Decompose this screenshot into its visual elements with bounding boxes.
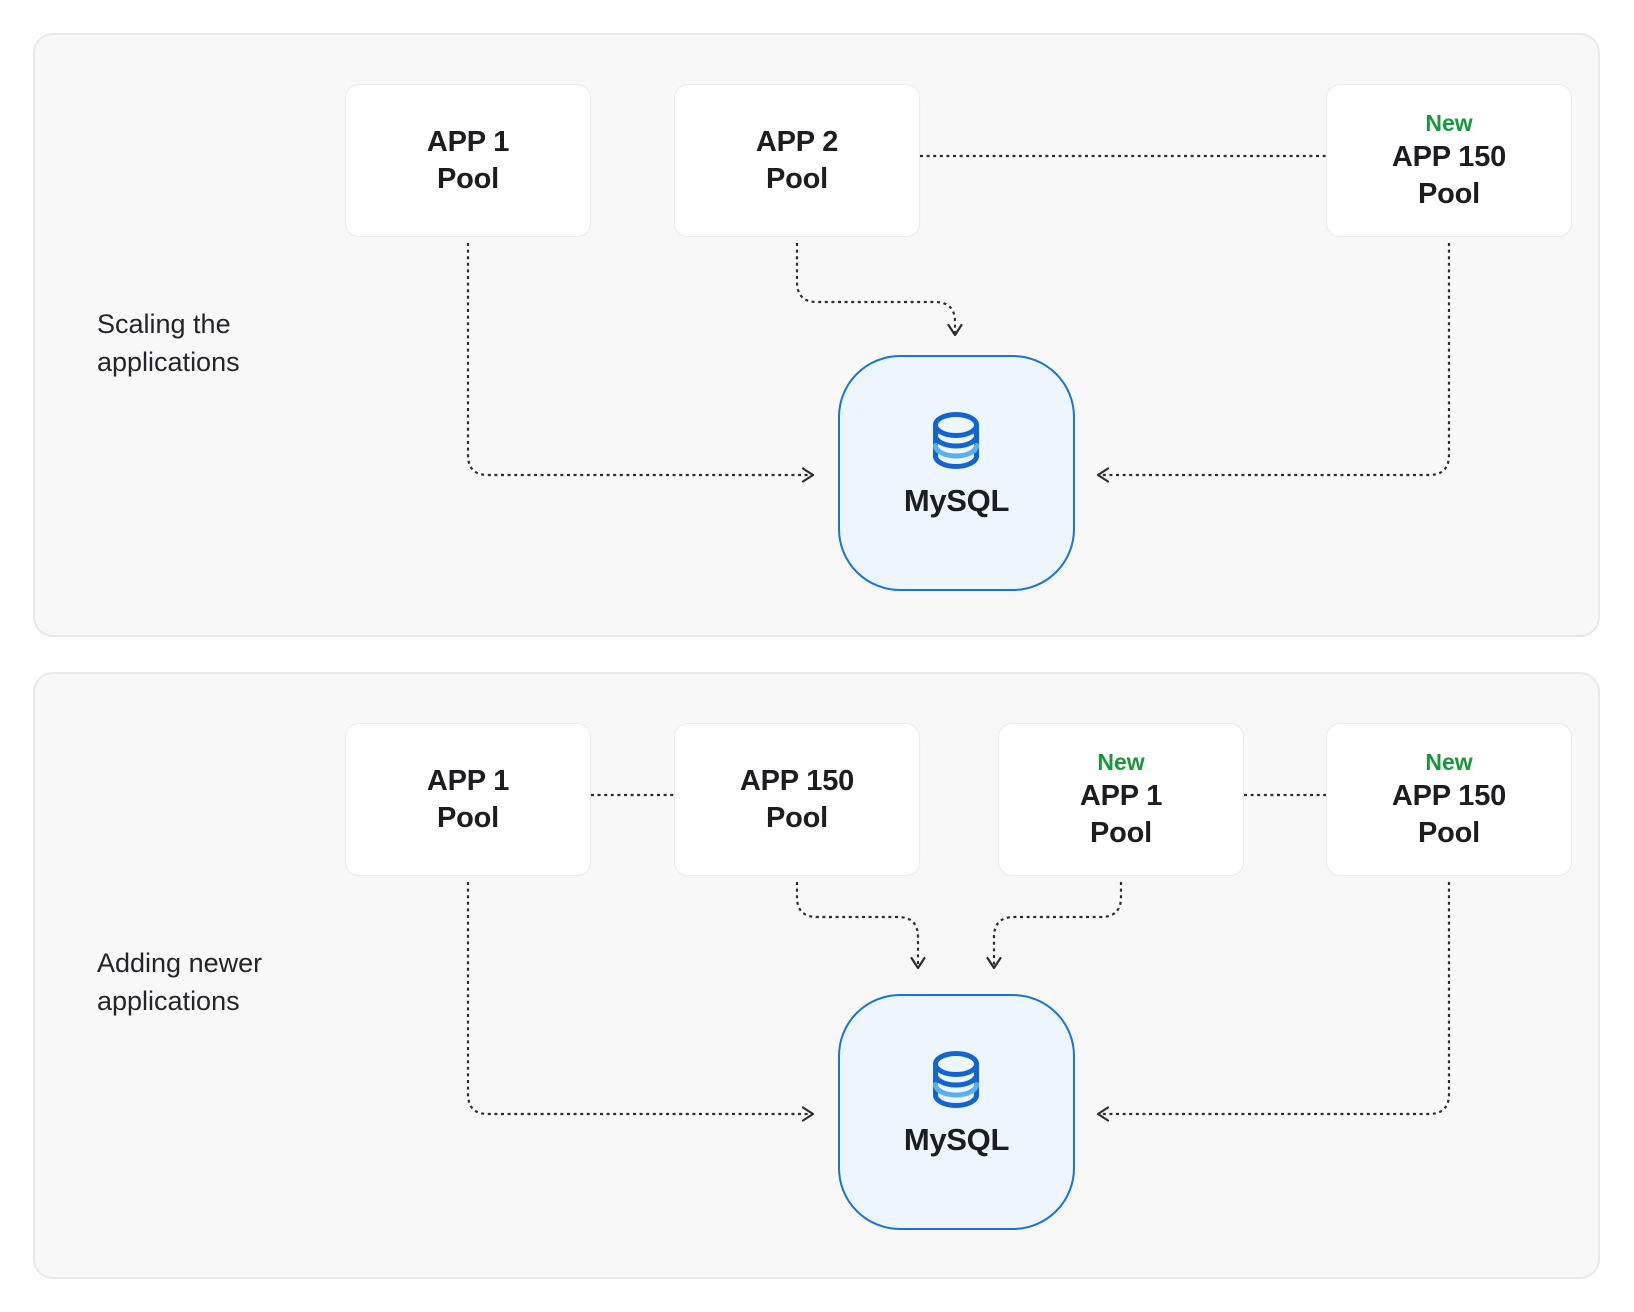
- app150-pool-card: APP 150 Pool: [674, 723, 920, 876]
- new-badge: New: [1425, 748, 1473, 775]
- app2-pool-card: APP 2 Pool: [674, 84, 920, 237]
- card-title: Pool: [1089, 816, 1153, 849]
- app150-pool-card-new: New APP 150 Pool: [1326, 84, 1572, 237]
- connector-newapp1-to-mysql: [986, 882, 1123, 970]
- mysql-node-content: MySQL: [904, 1050, 1009, 1158]
- new-badge: New: [1425, 109, 1473, 136]
- card-title: Pool: [1417, 816, 1481, 849]
- panel-label-line: Scaling the: [97, 309, 231, 339]
- card-title: Pool: [765, 801, 829, 834]
- new-badge: New: [1097, 748, 1145, 775]
- card-title: APP 1: [426, 764, 510, 797]
- connector-app1-to-mysql: [466, 243, 815, 483]
- connector-app1-to-mysql: [466, 882, 815, 1122]
- card-title: Pool: [765, 162, 829, 195]
- card-title: APP 1: [1079, 779, 1163, 812]
- card-title: APP 2: [755, 125, 839, 158]
- card-title: APP 150: [1391, 140, 1507, 173]
- connector-app2-to-mysql: [795, 243, 963, 337]
- app150-pool-card-new: New APP 150 Pool: [1326, 723, 1572, 876]
- database-icon: [933, 412, 980, 469]
- mysql-label: MySQL: [903, 483, 1010, 518]
- panel-label-line: Adding newer: [97, 948, 263, 978]
- panel-label-line: applications: [97, 347, 240, 377]
- card-title: APP 150: [1391, 779, 1507, 812]
- card-title: APP 150: [739, 764, 855, 797]
- panel-label-adding: Adding newer applications: [97, 944, 262, 1020]
- connector-app150-to-mysql: [795, 882, 926, 970]
- mysql-node-content: MySQL: [904, 411, 1009, 519]
- app1-pool-card-new: New APP 1 Pool: [998, 723, 1244, 876]
- mysql-node: MySQL: [838, 355, 1075, 591]
- database-icon: [933, 1051, 980, 1108]
- mysql-label: MySQL: [903, 1122, 1010, 1157]
- panel-label-scaling: Scaling the applications: [97, 305, 240, 381]
- panel-label-line: applications: [97, 986, 240, 1016]
- card-title: Pool: [436, 801, 500, 834]
- panel-scaling-applications: Scaling the applications APP 1 Pool APP …: [33, 33, 1600, 637]
- mysql-node: MySQL: [838, 994, 1075, 1230]
- panel-adding-applications: Adding newer applications APP 1 Pool APP…: [33, 672, 1600, 1279]
- app1-pool-card: APP 1 Pool: [345, 84, 591, 237]
- card-title: APP 1: [426, 125, 510, 158]
- connector-newapp150-to-mysql: [1096, 882, 1451, 1122]
- connector-app150-to-mysql: [1096, 243, 1451, 483]
- card-title: Pool: [1417, 177, 1481, 210]
- card-title: Pool: [436, 162, 500, 195]
- app1-pool-card: APP 1 Pool: [345, 723, 591, 876]
